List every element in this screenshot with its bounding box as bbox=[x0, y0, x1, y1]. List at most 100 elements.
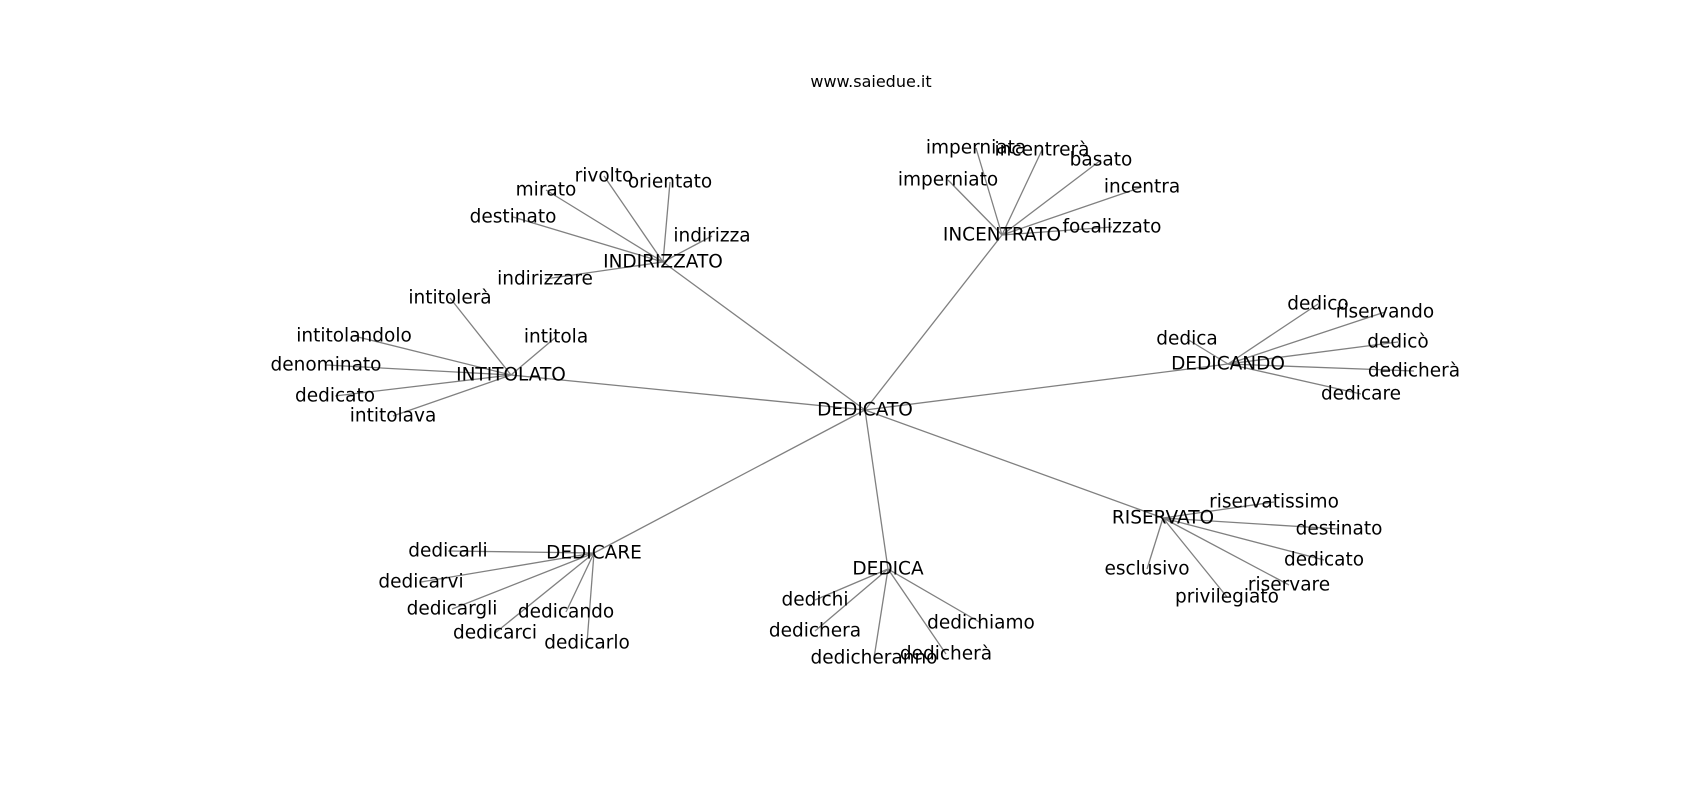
leaf-node-label: riservatissimo bbox=[1209, 492, 1339, 513]
edge-hub-leaf bbox=[1162, 501, 1275, 519]
edge-hub-leaf bbox=[1001, 186, 1143, 236]
leaf-node-label: dedicargli bbox=[407, 599, 498, 620]
edge-hub-leaf bbox=[545, 189, 664, 263]
edges bbox=[325, 147, 1415, 659]
edge-hub-leaf bbox=[420, 552, 595, 583]
leaf-node-label: incentrerà bbox=[995, 140, 1090, 161]
leaf-node-label: dedicato bbox=[1284, 550, 1364, 571]
leaf-node-label: dedica bbox=[1156, 329, 1218, 350]
leaf-node-label: dedicare bbox=[1321, 384, 1401, 405]
leaf-node-label: denominato bbox=[271, 355, 382, 376]
leaf-node-label: imperniata bbox=[926, 138, 1026, 159]
edge-root-hub bbox=[864, 409, 889, 570]
edge-hub-leaf bbox=[1227, 341, 1399, 365]
hub-node-label: DEDICARE bbox=[546, 543, 642, 564]
edge-root-hub bbox=[864, 363, 1229, 411]
leaf-node-label: dedicherà bbox=[1368, 361, 1460, 382]
edge-hub-leaf bbox=[1227, 363, 1362, 395]
hub-node-label: RISERVATO bbox=[1112, 508, 1214, 529]
leaf-node-label: dedicheranno bbox=[811, 648, 938, 669]
edge-hub-leaf bbox=[1227, 303, 1319, 365]
hub-node-label: DEDICA bbox=[852, 559, 924, 580]
leaf-node-label: indirizzare bbox=[497, 269, 593, 290]
leaf-node-label: dedicarci bbox=[453, 623, 537, 644]
edge-hub-leaf bbox=[449, 297, 512, 376]
edge-hub-leaf bbox=[447, 550, 595, 554]
edge-hub-leaf bbox=[1162, 517, 1290, 586]
edge-hub-leaf bbox=[1227, 363, 1415, 372]
edge-hub-leaf bbox=[887, 568, 947, 655]
leaf-node-label: dedichera bbox=[769, 621, 861, 642]
hub-node-label: INCENTRATO bbox=[943, 225, 1061, 246]
edge-root-hub bbox=[593, 409, 866, 554]
edge-hub-leaf bbox=[510, 336, 557, 376]
edge-hub-leaf bbox=[544, 261, 664, 280]
edge-root-hub bbox=[864, 409, 1164, 519]
edge-hub-leaf bbox=[1162, 517, 1228, 598]
edge-hub-leaf bbox=[1146, 517, 1164, 570]
leaf-node-label: rivolto bbox=[575, 166, 634, 187]
leaf-node-label: dedico bbox=[1287, 294, 1349, 315]
edge-hub-leaf bbox=[887, 568, 982, 624]
edge-hub-leaf bbox=[873, 568, 889, 659]
leaf-node-label: dedichiamo bbox=[927, 613, 1035, 634]
edge-hub-leaf bbox=[325, 364, 512, 376]
edge-hub-leaf bbox=[1186, 338, 1229, 365]
site-title: www.saiedue.it bbox=[810, 72, 932, 91]
edge-hub-leaf bbox=[814, 568, 889, 601]
leaf-node-label: privilegiato bbox=[1175, 587, 1279, 608]
leaf-node-label: dedichi bbox=[781, 590, 848, 611]
edge-hub-leaf bbox=[814, 568, 889, 632]
edge-hub-leaf bbox=[1001, 149, 1043, 236]
edge-hub-leaf bbox=[603, 175, 664, 263]
edge-root-hub bbox=[864, 234, 1003, 411]
hub-node-label: INDIRIZZATO bbox=[603, 252, 723, 273]
edge-hub-leaf bbox=[334, 374, 512, 397]
leaf-node-label: mirato bbox=[516, 180, 577, 201]
edge-hub-leaf bbox=[975, 147, 1003, 236]
leaf-node-label: basato bbox=[1070, 150, 1133, 171]
edge-hub-leaf bbox=[1227, 311, 1386, 365]
edge-hub-leaf bbox=[451, 552, 595, 610]
edge-hub-leaf bbox=[1162, 517, 1340, 530]
edge-hub-leaf bbox=[586, 552, 595, 644]
edge-hub-leaf bbox=[353, 335, 512, 376]
leaf-node-label: indirizza bbox=[673, 226, 750, 247]
leaf-node-label: intitolava bbox=[350, 406, 437, 427]
leaf-node-label: intitolandolo bbox=[296, 326, 412, 347]
leaf-node-label: esclusivo bbox=[1104, 559, 1189, 580]
edge-hub-leaf bbox=[1162, 517, 1325, 561]
edge-hub-leaf bbox=[494, 552, 595, 634]
leaf-node-label: intitolerà bbox=[408, 288, 491, 309]
edge-root-hub bbox=[662, 261, 866, 411]
leaf-node-label: riservando bbox=[1336, 302, 1434, 323]
leaf-node-label: imperniato bbox=[898, 170, 998, 191]
leaf-node-label: destinato bbox=[1296, 519, 1383, 540]
edge-hub-leaf bbox=[392, 374, 512, 417]
leaf-node-label: dedicarlo bbox=[544, 633, 630, 654]
leaf-node-label: orientato bbox=[628, 172, 712, 193]
edge-hub-leaf bbox=[1001, 159, 1102, 236]
leaf-node-label: dedicato bbox=[295, 386, 375, 407]
leaf-node-label: incentra bbox=[1104, 177, 1180, 198]
edge-hub-leaf bbox=[1001, 226, 1113, 236]
leaf-node-label: dedicò bbox=[1367, 332, 1429, 353]
leaf-node-label: dedicando bbox=[518, 602, 614, 623]
edge-hub-leaf bbox=[512, 216, 664, 263]
leaf-node-label: dedicherà bbox=[900, 644, 992, 665]
edge-hub-leaf bbox=[565, 552, 595, 613]
leaf-node-label: riservare bbox=[1248, 575, 1330, 596]
edge-root-hub bbox=[510, 374, 866, 411]
leaf-node-label: destinato bbox=[470, 207, 557, 228]
leaf-node-label: dedicarvi bbox=[378, 572, 463, 593]
leaf-node-label: focalizzato bbox=[1063, 217, 1162, 238]
hub-node-label: INTITOLATO bbox=[456, 365, 566, 386]
leaf-node-label: dedicarli bbox=[408, 541, 487, 562]
hub-node-label: DEDICANDO bbox=[1171, 354, 1285, 375]
edge-hub-leaf bbox=[662, 181, 671, 263]
leaf-node-label: intitola bbox=[524, 327, 588, 348]
root-node-label: DEDICATO bbox=[817, 400, 913, 421]
